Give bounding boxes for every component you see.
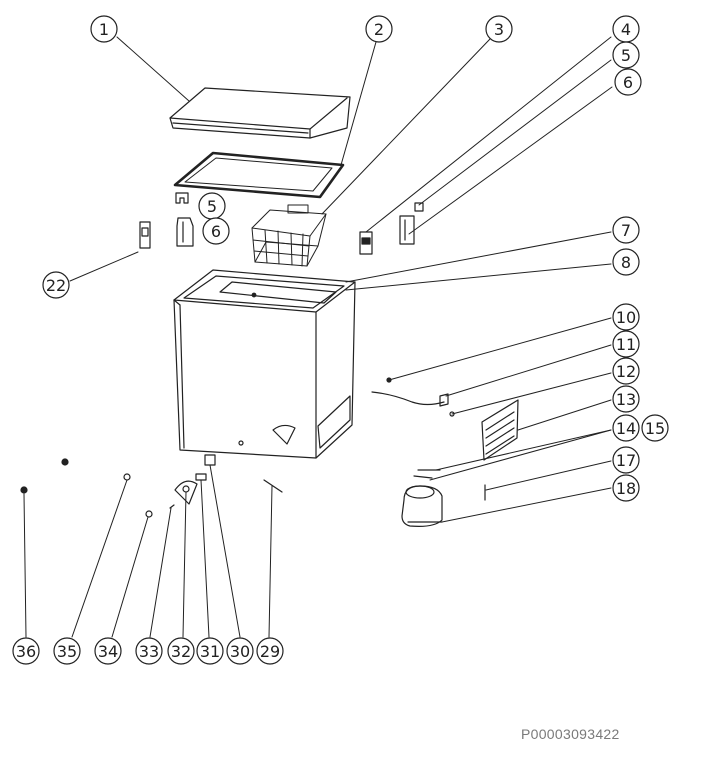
callout-bubbles: [12, 15, 669, 665]
callout-35: [53, 637, 81, 665]
callout-label-13: 13: [616, 390, 636, 409]
callout-10: [612, 303, 640, 331]
callout-label-36: 36: [16, 642, 36, 661]
callout-label-31: 31: [200, 642, 220, 661]
callout-label-22: 22: [46, 276, 66, 295]
callout-5-right: [612, 41, 640, 69]
callout-14: [612, 414, 640, 442]
callout-12: [612, 357, 640, 385]
hinge-right-group: [359, 202, 424, 255]
callout-label-1: 1: [99, 20, 109, 39]
callout-label-32: 32: [171, 642, 191, 661]
callout-33: [135, 637, 163, 665]
callout-36: [12, 637, 40, 665]
callout-1: [90, 15, 118, 43]
callout-label-14: 14: [616, 419, 636, 438]
callout-label-6-left: 6: [211, 222, 221, 241]
callout-label-12: 12: [616, 362, 636, 381]
callout-6-right: [614, 68, 642, 96]
callout-label-2: 2: [374, 20, 384, 39]
callout-label-18: 18: [616, 479, 636, 498]
callout-8: [612, 248, 640, 276]
callout-label-30: 30: [230, 642, 250, 661]
callout-13: [612, 385, 640, 413]
gasket-part: [173, 151, 345, 199]
callout-label-34: 34: [98, 642, 118, 661]
callout-32: [167, 637, 195, 665]
callout-17: [612, 446, 640, 474]
basket-part: [251, 204, 327, 267]
bottom-parts-group: [20, 454, 283, 518]
lid-part: [169, 87, 351, 139]
callout-label-6-right: 6: [623, 73, 633, 92]
callout-18: [612, 474, 640, 502]
callout-3: [485, 15, 513, 43]
callout-label-3: 3: [494, 20, 504, 39]
callout-34: [94, 637, 122, 665]
callout-label-10: 10: [616, 308, 636, 327]
leader-lines: [23, 36, 613, 638]
callout-6-left: [202, 217, 230, 245]
cabinet-part: [173, 269, 356, 459]
callout-label-7: 7: [621, 221, 631, 240]
callout-labels: 1 2 3 4 5 6 5 6 22 7 8 10 11 12 13 14 15…: [16, 20, 665, 661]
callout-label-33: 33: [139, 642, 159, 661]
callout-11: [612, 330, 640, 358]
callout-label-4: 4: [621, 20, 631, 39]
document-number: P00003093422: [521, 726, 620, 742]
callout-label-5-left: 5: [207, 197, 217, 216]
callout-label-35: 35: [57, 642, 77, 661]
callout-22: [42, 271, 70, 299]
callout-7: [612, 216, 640, 244]
callout-label-5-right: 5: [621, 46, 631, 65]
callout-30: [226, 637, 254, 665]
callout-15: [641, 414, 669, 442]
callout-29: [256, 637, 284, 665]
callout-label-29: 29: [260, 642, 280, 661]
electrical-parts-group: [371, 377, 519, 527]
callout-label-8: 8: [621, 253, 631, 272]
callout-label-11: 11: [616, 335, 636, 354]
callout-label-15: 15: [645, 419, 665, 438]
callout-31: [196, 637, 224, 665]
hinge-left-group: [139, 192, 194, 249]
callout-2: [365, 15, 393, 43]
callout-label-17: 17: [616, 451, 636, 470]
